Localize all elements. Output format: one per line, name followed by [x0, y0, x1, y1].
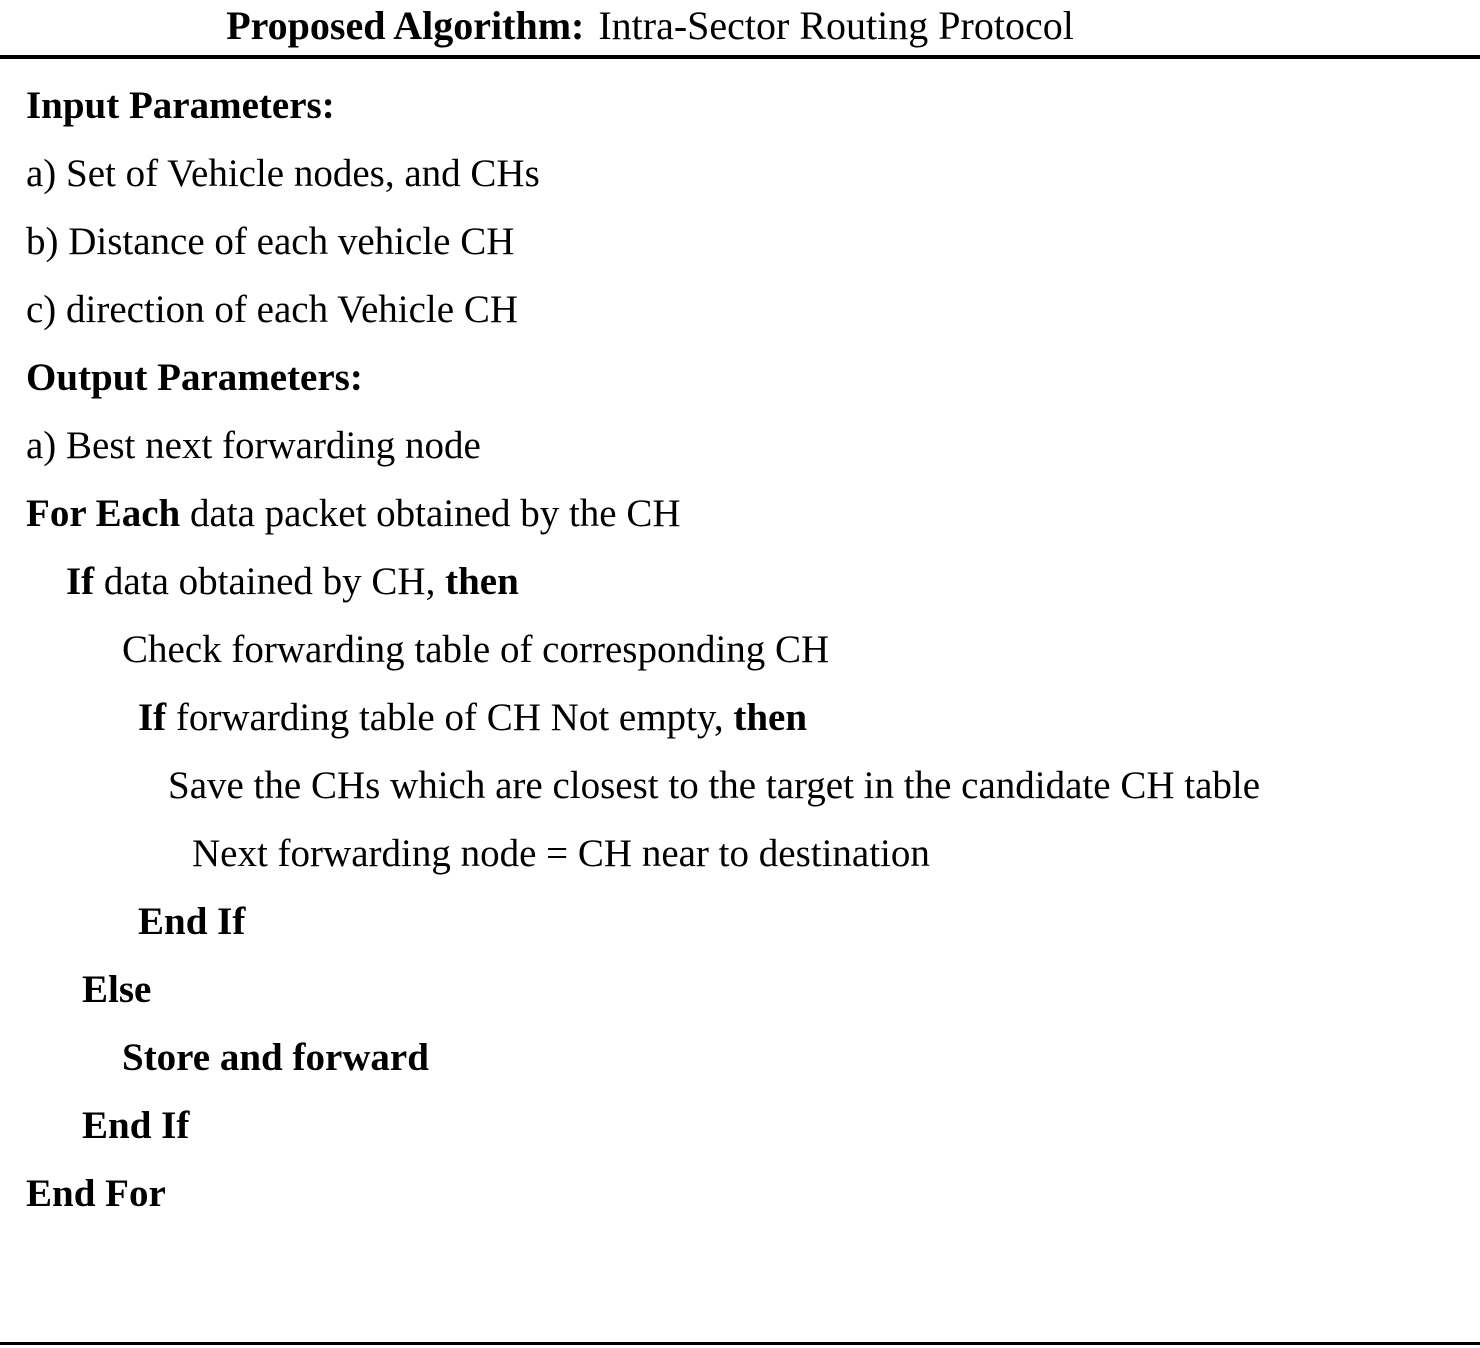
pseudocode-text: Check forwarding table of corresponding … [122, 628, 830, 671]
pseudocode-line: Output Parameters: [0, 344, 1480, 412]
pseudocode-statement: Output Parameters: [26, 356, 363, 399]
pseudocode-statement: End For [26, 1172, 166, 1215]
bottom-divider-rule [0, 1342, 1480, 1345]
pseudocode-text: forwarding table of CH Not empty, [166, 696, 734, 739]
pseudocode-statement: End If [138, 900, 246, 943]
pseudocode-text: a) Best next forwarding node [26, 424, 481, 467]
pseudocode-line: a) Best next forwarding node [0, 412, 1480, 480]
pseudocode-keyword: If [66, 560, 95, 603]
pseudocode-line: b) Distance of each vehicle CH [0, 208, 1480, 276]
algorithm-title-label: Proposed Algorithm: [226, 3, 585, 48]
pseudocode-line: c) direction of each Vehicle CH [0, 276, 1480, 344]
title-divider-rule [0, 55, 1480, 59]
pseudocode-line: End If [0, 1092, 1480, 1160]
algorithm-pseudocode-body: Input Parameters: a) Set of Vehicle nodes… [0, 72, 1480, 1228]
pseudocode-line: a) Set of Vehicle nodes, and CHs [0, 140, 1480, 208]
pseudocode-statement: Store and forward [122, 1036, 429, 1079]
pseudocode-statement: End If [82, 1104, 190, 1147]
pseudocode-keyword: then [445, 560, 519, 603]
pseudocode-text: data packet obtained by the CH [180, 492, 681, 535]
pseudocode-line: Next forwarding node = CH near to destin… [0, 820, 1480, 888]
pseudocode-line: Store and forward [0, 1024, 1480, 1092]
pseudocode-line: For Each data packet obtained by the CH [0, 480, 1480, 548]
pseudocode-line: Else [0, 956, 1480, 1024]
pseudocode-text: Save the CHs which are closest to the ta… [168, 764, 1261, 807]
pseudocode-line: End For [0, 1160, 1480, 1228]
pseudocode-line: End If [0, 888, 1480, 956]
pseudocode-line: Save the CHs which are closest to the ta… [0, 752, 1480, 820]
pseudocode-statement: Else [82, 968, 152, 1011]
pseudocode-line: Input Parameters: [0, 72, 1480, 140]
pseudocode-text: a) Set of Vehicle nodes, and CHs [26, 152, 540, 195]
pseudocode-keyword: For Each [26, 492, 181, 535]
pseudocode-line: If data obtained by CH, then [0, 548, 1480, 616]
pseudocode-text: b) Distance of each vehicle CH [26, 220, 515, 263]
pseudocode-text: data obtained by CH, [94, 560, 446, 603]
pseudocode-statement: Input Parameters: [26, 84, 335, 127]
pseudocode-text: c) direction of each Vehicle CH [26, 288, 518, 331]
algorithm-title-name: Intra-Sector Routing Protocol [598, 3, 1074, 48]
pseudocode-text: Next forwarding node = CH near to destin… [192, 832, 930, 875]
pseudocode-line: Check forwarding table of corresponding … [0, 616, 1480, 684]
pseudocode-keyword: then [733, 696, 808, 739]
pseudocode-keyword: If [138, 696, 167, 739]
algorithm-title: Proposed Algorithm: Intra-Sector Routing… [0, 0, 1480, 52]
pseudocode-line: If forwarding table of CH Not empty, the… [0, 684, 1480, 752]
